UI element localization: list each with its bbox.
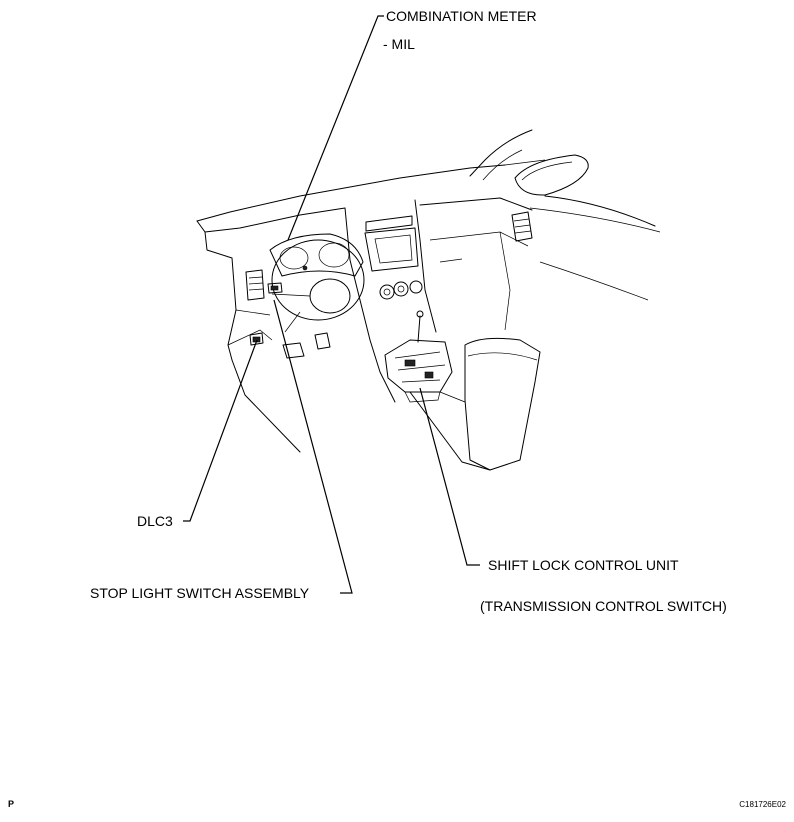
- side-mirror: [514, 154, 589, 196]
- dlc3-leader-line: [183, 339, 258, 522]
- combination-meter-leader-line: [287, 15, 384, 241]
- dashboard: [196, 164, 533, 453]
- right-air-vent: [511, 211, 533, 242]
- pedals: [282, 332, 331, 359]
- windshield-frame: [469, 129, 546, 181]
- stop-light-switch-leader-line: [273, 299, 353, 594]
- dlc3-connector: [249, 332, 264, 346]
- combination-meter-label: COMBINATION METER: [386, 8, 537, 24]
- dlc3-label: DLC3: [137, 513, 173, 529]
- lower-left-switches: [267, 282, 283, 294]
- figure-code: C181726E02: [739, 800, 786, 809]
- left-air-vent: [245, 269, 265, 301]
- center-stack: [344, 199, 437, 403]
- mil-label: - MIL: [383, 36, 415, 52]
- console-box: [409, 337, 541, 471]
- shift-lock-control-unit-leader-line: [419, 387, 480, 566]
- stop-light-switch-label: STOP LIGHT SWITCH ASSEMBLY: [90, 585, 310, 601]
- door-panel: [529, 195, 661, 301]
- steering-wheel: [271, 239, 365, 333]
- transmission-control-switch-label: (TRANSMISSION CONTROL SWITCH): [480, 598, 727, 614]
- page-marker: P: [8, 799, 15, 809]
- shift-lock-control-unit: [384, 310, 453, 403]
- shift-lock-control-unit-label: SHIFT LOCK CONTROL UNIT: [488, 557, 679, 573]
